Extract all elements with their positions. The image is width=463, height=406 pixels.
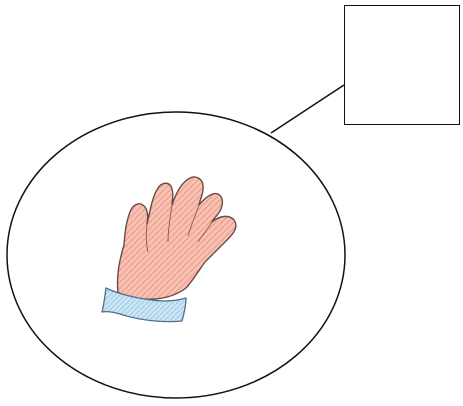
callout-answer-box[interactable] <box>344 5 460 125</box>
callout-connector-line <box>271 85 344 133</box>
